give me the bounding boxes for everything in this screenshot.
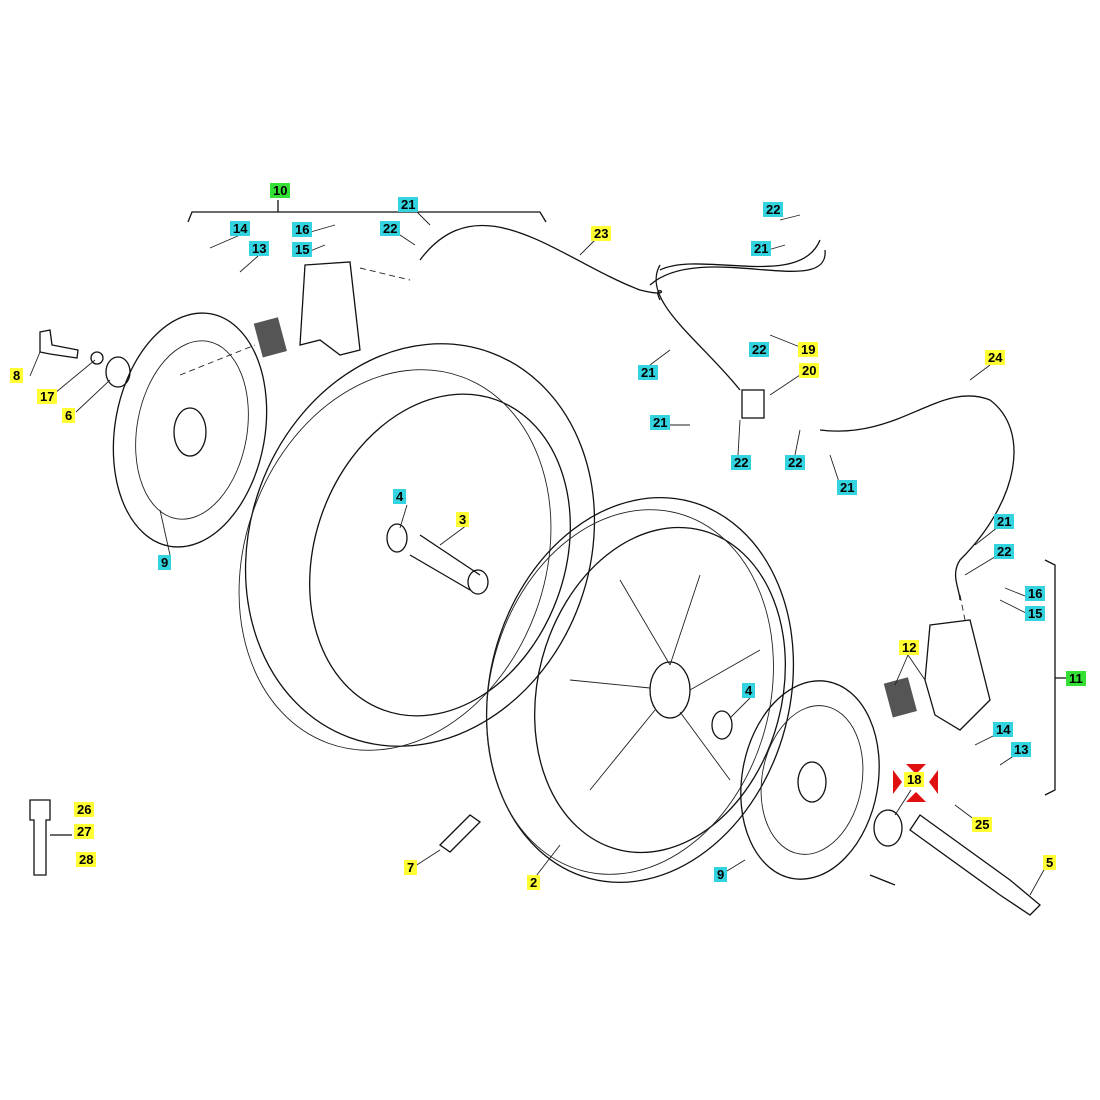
callout-22: 22 <box>763 202 784 217</box>
callout-22: 22 <box>380 221 401 236</box>
brake-hose-24 <box>819 395 1015 601</box>
tire <box>238 343 596 751</box>
callout-15: 15 <box>1025 606 1046 621</box>
callout-10: 10 <box>270 183 291 198</box>
bearing-left <box>386 523 408 553</box>
brake-disc-right <box>740 680 880 880</box>
callout-11: 11 <box>1066 671 1086 686</box>
callout-9: 9 <box>158 555 172 570</box>
callout-20: 20 <box>799 363 820 378</box>
callout-15: 15 <box>292 242 313 257</box>
callout-4: 4 <box>393 489 407 504</box>
bracket-10 <box>187 200 547 223</box>
rim <box>485 497 795 883</box>
bracket-11 <box>1044 559 1068 796</box>
callout-13: 13 <box>1011 742 1032 757</box>
washer-17 <box>90 351 104 365</box>
callout-5: 5 <box>1043 855 1057 870</box>
brake-pads-right <box>883 677 917 718</box>
bolt-26-28 <box>29 799 72 876</box>
callout-22: 22 <box>749 342 770 357</box>
callout-8: 8 <box>10 368 24 383</box>
callout-22: 22 <box>731 455 752 470</box>
callout-12: 12 <box>899 640 920 655</box>
callout-18: 18 <box>904 772 925 787</box>
callout-27: 27 <box>74 824 95 839</box>
bolt-bottom <box>869 874 896 886</box>
bearing-right <box>711 710 733 740</box>
spacer-3 <box>409 534 481 591</box>
callout-26: 26 <box>74 802 95 817</box>
callout-22: 22 <box>994 544 1015 559</box>
callout-16: 16 <box>1025 586 1046 601</box>
valve-7 <box>438 814 482 853</box>
callout-14: 14 <box>993 722 1014 737</box>
callout-23: 23 <box>591 226 612 241</box>
callout-21: 21 <box>650 415 671 430</box>
callout-13: 13 <box>249 241 270 256</box>
callout-3: 3 <box>456 512 470 527</box>
callout-22: 22 <box>785 455 806 470</box>
callout-21: 21 <box>837 480 858 495</box>
callout-21: 21 <box>994 514 1015 529</box>
caliper-right <box>924 619 991 731</box>
highlight-marker-18 <box>893 764 938 802</box>
callout-2: 2 <box>527 875 541 890</box>
callout-21: 21 <box>751 241 772 256</box>
callout-9: 9 <box>714 867 728 882</box>
callout-25: 25 <box>972 817 993 832</box>
callout-17: 17 <box>37 389 58 404</box>
callout-14: 14 <box>230 221 251 236</box>
callout-6: 6 <box>62 408 76 423</box>
brake-hose-23 <box>419 224 663 301</box>
caliper-left <box>299 261 361 356</box>
brake-pads-left <box>253 317 287 358</box>
brake-disc-left <box>112 312 268 548</box>
brake-hose-19 <box>649 239 826 391</box>
spacer-6 <box>105 356 131 388</box>
callout-19: 19 <box>798 342 819 357</box>
callout-28: 28 <box>76 852 97 867</box>
callout-24: 24 <box>985 350 1006 365</box>
callout-7: 7 <box>404 860 418 875</box>
junction-20 <box>741 389 765 419</box>
axle-5 <box>909 814 1041 916</box>
bolt-8 <box>39 329 79 359</box>
callout-4: 4 <box>742 683 756 698</box>
speedo-drive-18 <box>873 809 903 847</box>
callout-16: 16 <box>292 222 313 237</box>
callout-21: 21 <box>398 197 419 212</box>
callout-21: 21 <box>638 365 659 380</box>
